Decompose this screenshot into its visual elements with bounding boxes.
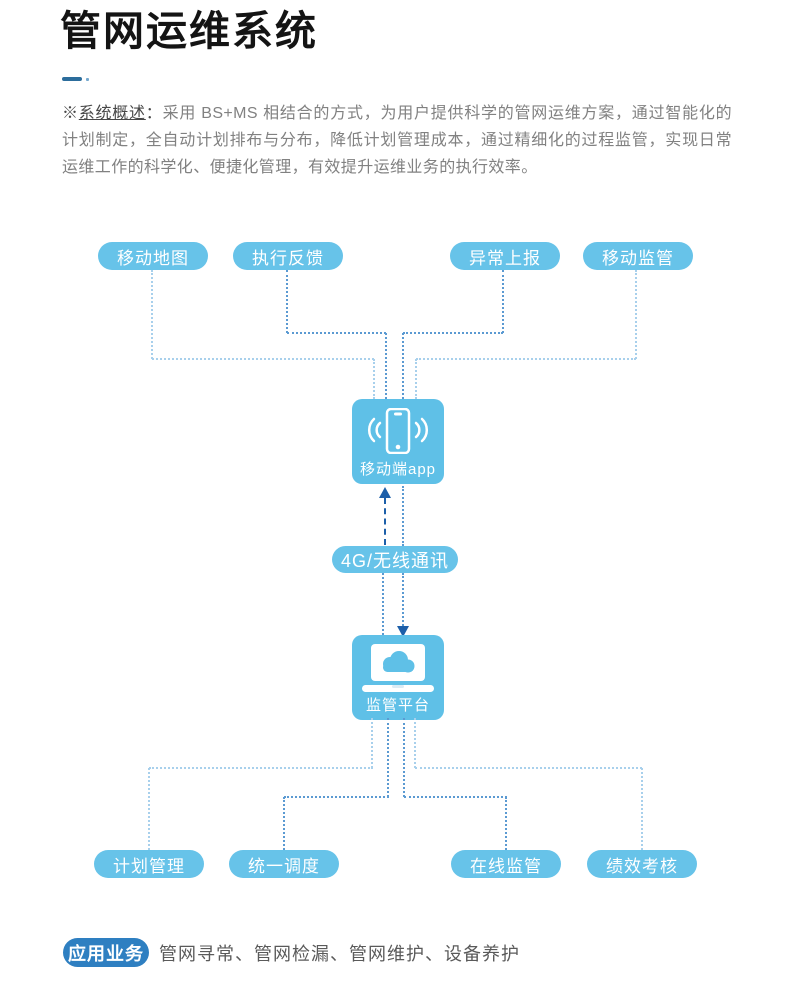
node-mobile-app: 移动端app: [352, 399, 444, 484]
connector-line: [148, 768, 150, 850]
connector-line: [403, 718, 405, 797]
arrow-down-icon: [397, 626, 409, 637]
connector-line: [385, 333, 387, 399]
connector-line: [402, 486, 404, 546]
connector-line: [403, 332, 503, 334]
connector-line: [505, 797, 507, 850]
connector-line: [149, 767, 373, 769]
overview-body: 采用 BS+MS 相结合的方式，为用户提供科学的管网运维方案，通过智能化的计划制…: [62, 105, 732, 176]
connector-line: [287, 332, 386, 334]
node-unified-dispatch: 统一调度: [229, 850, 339, 878]
connector-line: [414, 718, 416, 768]
node-mobile-map: 移动地图: [98, 242, 208, 270]
connector-line: [371, 718, 373, 768]
application-business-badge: 应用业务: [63, 938, 149, 967]
title-accent-dot: [86, 78, 89, 81]
mobile-app-label: 移动端app: [359, 461, 437, 478]
connector-line: [152, 358, 374, 360]
node-supervision-platform: 监管平台: [352, 635, 444, 720]
node-mobile-supervision: 移动监管: [583, 242, 693, 270]
application-business-items: 管网寻常、管网检漏、管网维护、设备养护: [159, 943, 520, 964]
connector-line: [502, 270, 504, 333]
page-title: 管网运维系统: [60, 8, 318, 54]
connector-line: [284, 796, 389, 798]
connector-line: [635, 270, 637, 359]
connector-line: [404, 796, 507, 798]
overview-lead: 系统概述: [78, 105, 146, 122]
connector-line: [402, 333, 404, 399]
connector-line: [415, 767, 642, 769]
node-online-monitoring: 在线监管: [451, 850, 561, 878]
connector-line: [373, 359, 375, 399]
connector-line: [382, 573, 384, 635]
overview-prefix: ※: [62, 105, 79, 122]
title-accent-dash: [62, 77, 82, 81]
node-execution-feedback: 执行反馈: [233, 242, 343, 270]
overview-colon: ：: [145, 105, 163, 122]
connector-line: [384, 498, 386, 545]
connector-line: [416, 358, 636, 360]
system-overview-paragraph: ※系统概述：采用 BS+MS 相结合的方式，为用户提供科学的管网运维方案，通过智…: [62, 100, 732, 181]
arrow-up-icon: [379, 487, 391, 498]
connector-line: [402, 573, 404, 626]
connector-line: [641, 768, 643, 850]
connector-line: [387, 718, 389, 797]
node-plan-management: 计划管理: [94, 850, 204, 878]
smartphone-icon: [358, 407, 438, 459]
connector-line: [151, 270, 153, 359]
connector-line: [283, 797, 285, 850]
connector-line: [415, 359, 417, 399]
cloud-laptop-icon: [362, 644, 434, 697]
supervision-platform-label: 监管平台: [365, 697, 430, 714]
connector-line: [286, 270, 288, 333]
label-4g-wireless-link: 4G/无线通讯: [332, 546, 458, 573]
node-performance-assessment: 绩效考核: [587, 850, 697, 878]
node-exception-report: 异常上报: [450, 242, 560, 270]
